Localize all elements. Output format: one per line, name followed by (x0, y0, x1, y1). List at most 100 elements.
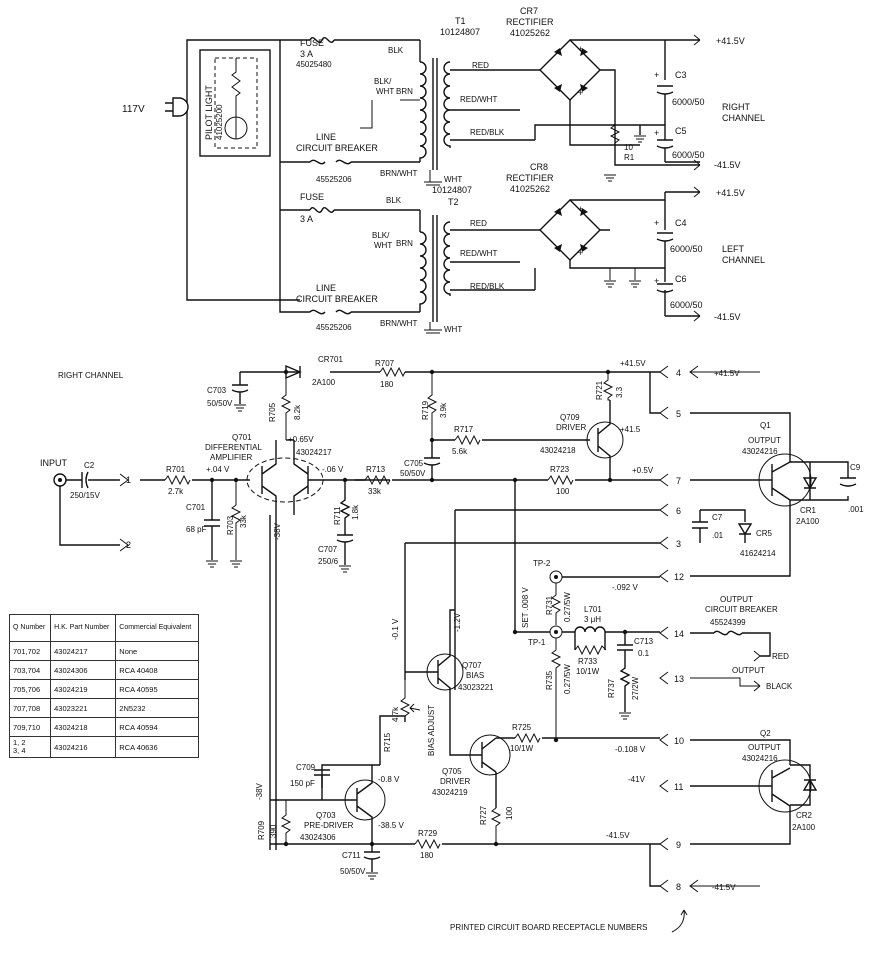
r715-value: 4.7k (391, 706, 400, 722)
r703-value: 33k (239, 514, 248, 528)
cr701-part-number: 2A100 (312, 378, 336, 387)
c705-value: 50/50V (400, 469, 426, 478)
svg-text:WHT: WHT (374, 241, 392, 250)
r721-label: R721 (595, 380, 604, 400)
mains-voltage-label: 117V (122, 104, 145, 115)
r737-value: 27/2W (631, 676, 640, 700)
r729-resistor-icon (414, 838, 441, 850)
pcb-pin-7: 7 (676, 476, 681, 486)
q1-part-number: 43024216 (742, 447, 778, 456)
bias-adjust-potentiometer-icon[interactable] (409, 703, 421, 713)
c703-value: 50/50V (207, 399, 233, 408)
q703-name: PRE-DRIVER (304, 821, 354, 830)
r729-label: R729 (418, 829, 438, 838)
r707-label: R707 (375, 359, 395, 368)
r723-resistor-icon (547, 474, 574, 486)
svg-text:BLK/: BLK/ (372, 231, 390, 240)
t1-blk-wire: BLK (388, 46, 404, 55)
rectifier-cr8-icon: + + (539, 199, 601, 261)
svg-text:+: + (654, 128, 659, 138)
q1-name: OUTPUT (748, 436, 781, 445)
input-label: INPUT (40, 458, 68, 468)
fuse-2-label: FUSE (300, 192, 324, 202)
q707-name: BIAS (466, 671, 484, 680)
c4-label: C4 (675, 218, 687, 228)
r729-value: 180 (420, 851, 434, 860)
pilot-light-box (199, 49, 271, 157)
fuse-1-part-number: 45025480 (296, 60, 332, 69)
r725-value: 10/1W (510, 744, 534, 753)
c2-value: 250/15V (70, 491, 100, 500)
table-row: 705,706 43024219 RCA 40595 (8, 679, 199, 699)
svg-text:+: + (578, 204, 583, 214)
output-breaker-part-number: 45524399 (710, 618, 746, 627)
cr2-part-number: 2A100 (792, 823, 816, 832)
q705-part-number: 43024219 (432, 788, 468, 797)
c713-label: C713 (634, 637, 654, 646)
pcb-pin-10: 10 (674, 736, 684, 746)
left-channel-supply-label: LEFT (722, 244, 745, 254)
svg-text:+: + (654, 218, 659, 228)
r725-label: R725 (512, 723, 532, 732)
r719-label: R719 (421, 400, 430, 420)
r713-value: 33k (368, 487, 382, 496)
q2-output-transistor-icon (758, 759, 812, 813)
table-row: 709,710 43024218 RCA 40594 (8, 717, 199, 737)
r727-label: R727 (479, 805, 488, 825)
table-header-hk-part: H.K. Part Number (50, 614, 117, 642)
t2-blk-wire: BLK (386, 196, 402, 205)
pcb-pin-5: 5 (676, 409, 681, 419)
c9-value: .001 (848, 505, 864, 514)
fuse-2-rating: 3 A (300, 214, 313, 224)
svg-text:+: + (654, 70, 659, 80)
supply-plus-left: +41.5V (716, 188, 745, 198)
cr2-diode-icon (802, 778, 818, 791)
r705-label: R705 (268, 402, 277, 422)
amplifier-section: RIGHT CHANNEL CR701 2A100 R707 180 +41.5… (40, 355, 864, 933)
pilot-light-part-number: 41025200 (215, 104, 224, 140)
q707-part-number: 43023221 (458, 683, 494, 692)
line-breaker-1-part-number: 45525206 (316, 175, 352, 184)
t1-wht-wire: WHT (444, 175, 462, 184)
mains-plug-icon (165, 97, 189, 117)
cr8-name: RECTIFIER (506, 173, 554, 183)
q705-name: DRIVER (440, 777, 470, 786)
t1-brnwht-wire: BRN/WHT (380, 169, 417, 178)
l701-value: 3 μH (584, 615, 601, 624)
cr701-label: CR701 (318, 355, 343, 364)
cr7-redblk-wire: RED/BLK (470, 128, 505, 137)
cr7-red-wire: RED (472, 61, 489, 70)
c3-value: 6000/50 (672, 97, 705, 107)
q709-part-number: 43024218 (540, 446, 576, 455)
table-header-commercial: Commercial Equivalent (115, 614, 199, 642)
q701-base2-voltage: -.06 V (322, 465, 344, 474)
l701-label: L701 (584, 605, 602, 614)
c707-label: C707 (318, 545, 338, 554)
q701-base-voltage: +.04 V (206, 465, 230, 474)
q701-label: Q701 (232, 433, 252, 442)
pcb-pin-11: 11 (674, 782, 683, 792)
c707-value: 250/6 (318, 557, 339, 566)
c701-label: C701 (186, 503, 206, 512)
q703-emitter-voltage: -38.5 V (378, 821, 404, 830)
pcb-pin-8: 8 (676, 882, 681, 892)
pcb-receptacle-caption: PRINTED CIRCUIT BOARD RECEPTACLE NUMBERS (450, 923, 648, 932)
cr7-part-number: 41025262 (510, 28, 550, 38)
q2-name: OUTPUT (748, 743, 781, 752)
tp2-label: TP-2 (533, 559, 551, 568)
r1-value: 10 (624, 143, 633, 152)
pin4-voltage: +41.5V (714, 369, 740, 378)
r717-value: 5.6k (452, 447, 468, 456)
t1-part-number: 10124807 (440, 27, 480, 37)
r717-label: R717 (454, 425, 474, 434)
r703-label: R703 (226, 515, 235, 535)
r709-label: R709 (257, 820, 266, 840)
q1-output-transistor-icon (758, 453, 812, 507)
svg-text:+: + (578, 88, 583, 98)
pcb-pin-4: 4 (676, 368, 681, 378)
fuse-1-rating: 3 A (300, 49, 313, 59)
cr8-redblk-wire: RED/BLK (470, 282, 505, 291)
q701-collector-voltage: +0.65V (288, 435, 314, 444)
r715-label: R715 (383, 732, 392, 752)
